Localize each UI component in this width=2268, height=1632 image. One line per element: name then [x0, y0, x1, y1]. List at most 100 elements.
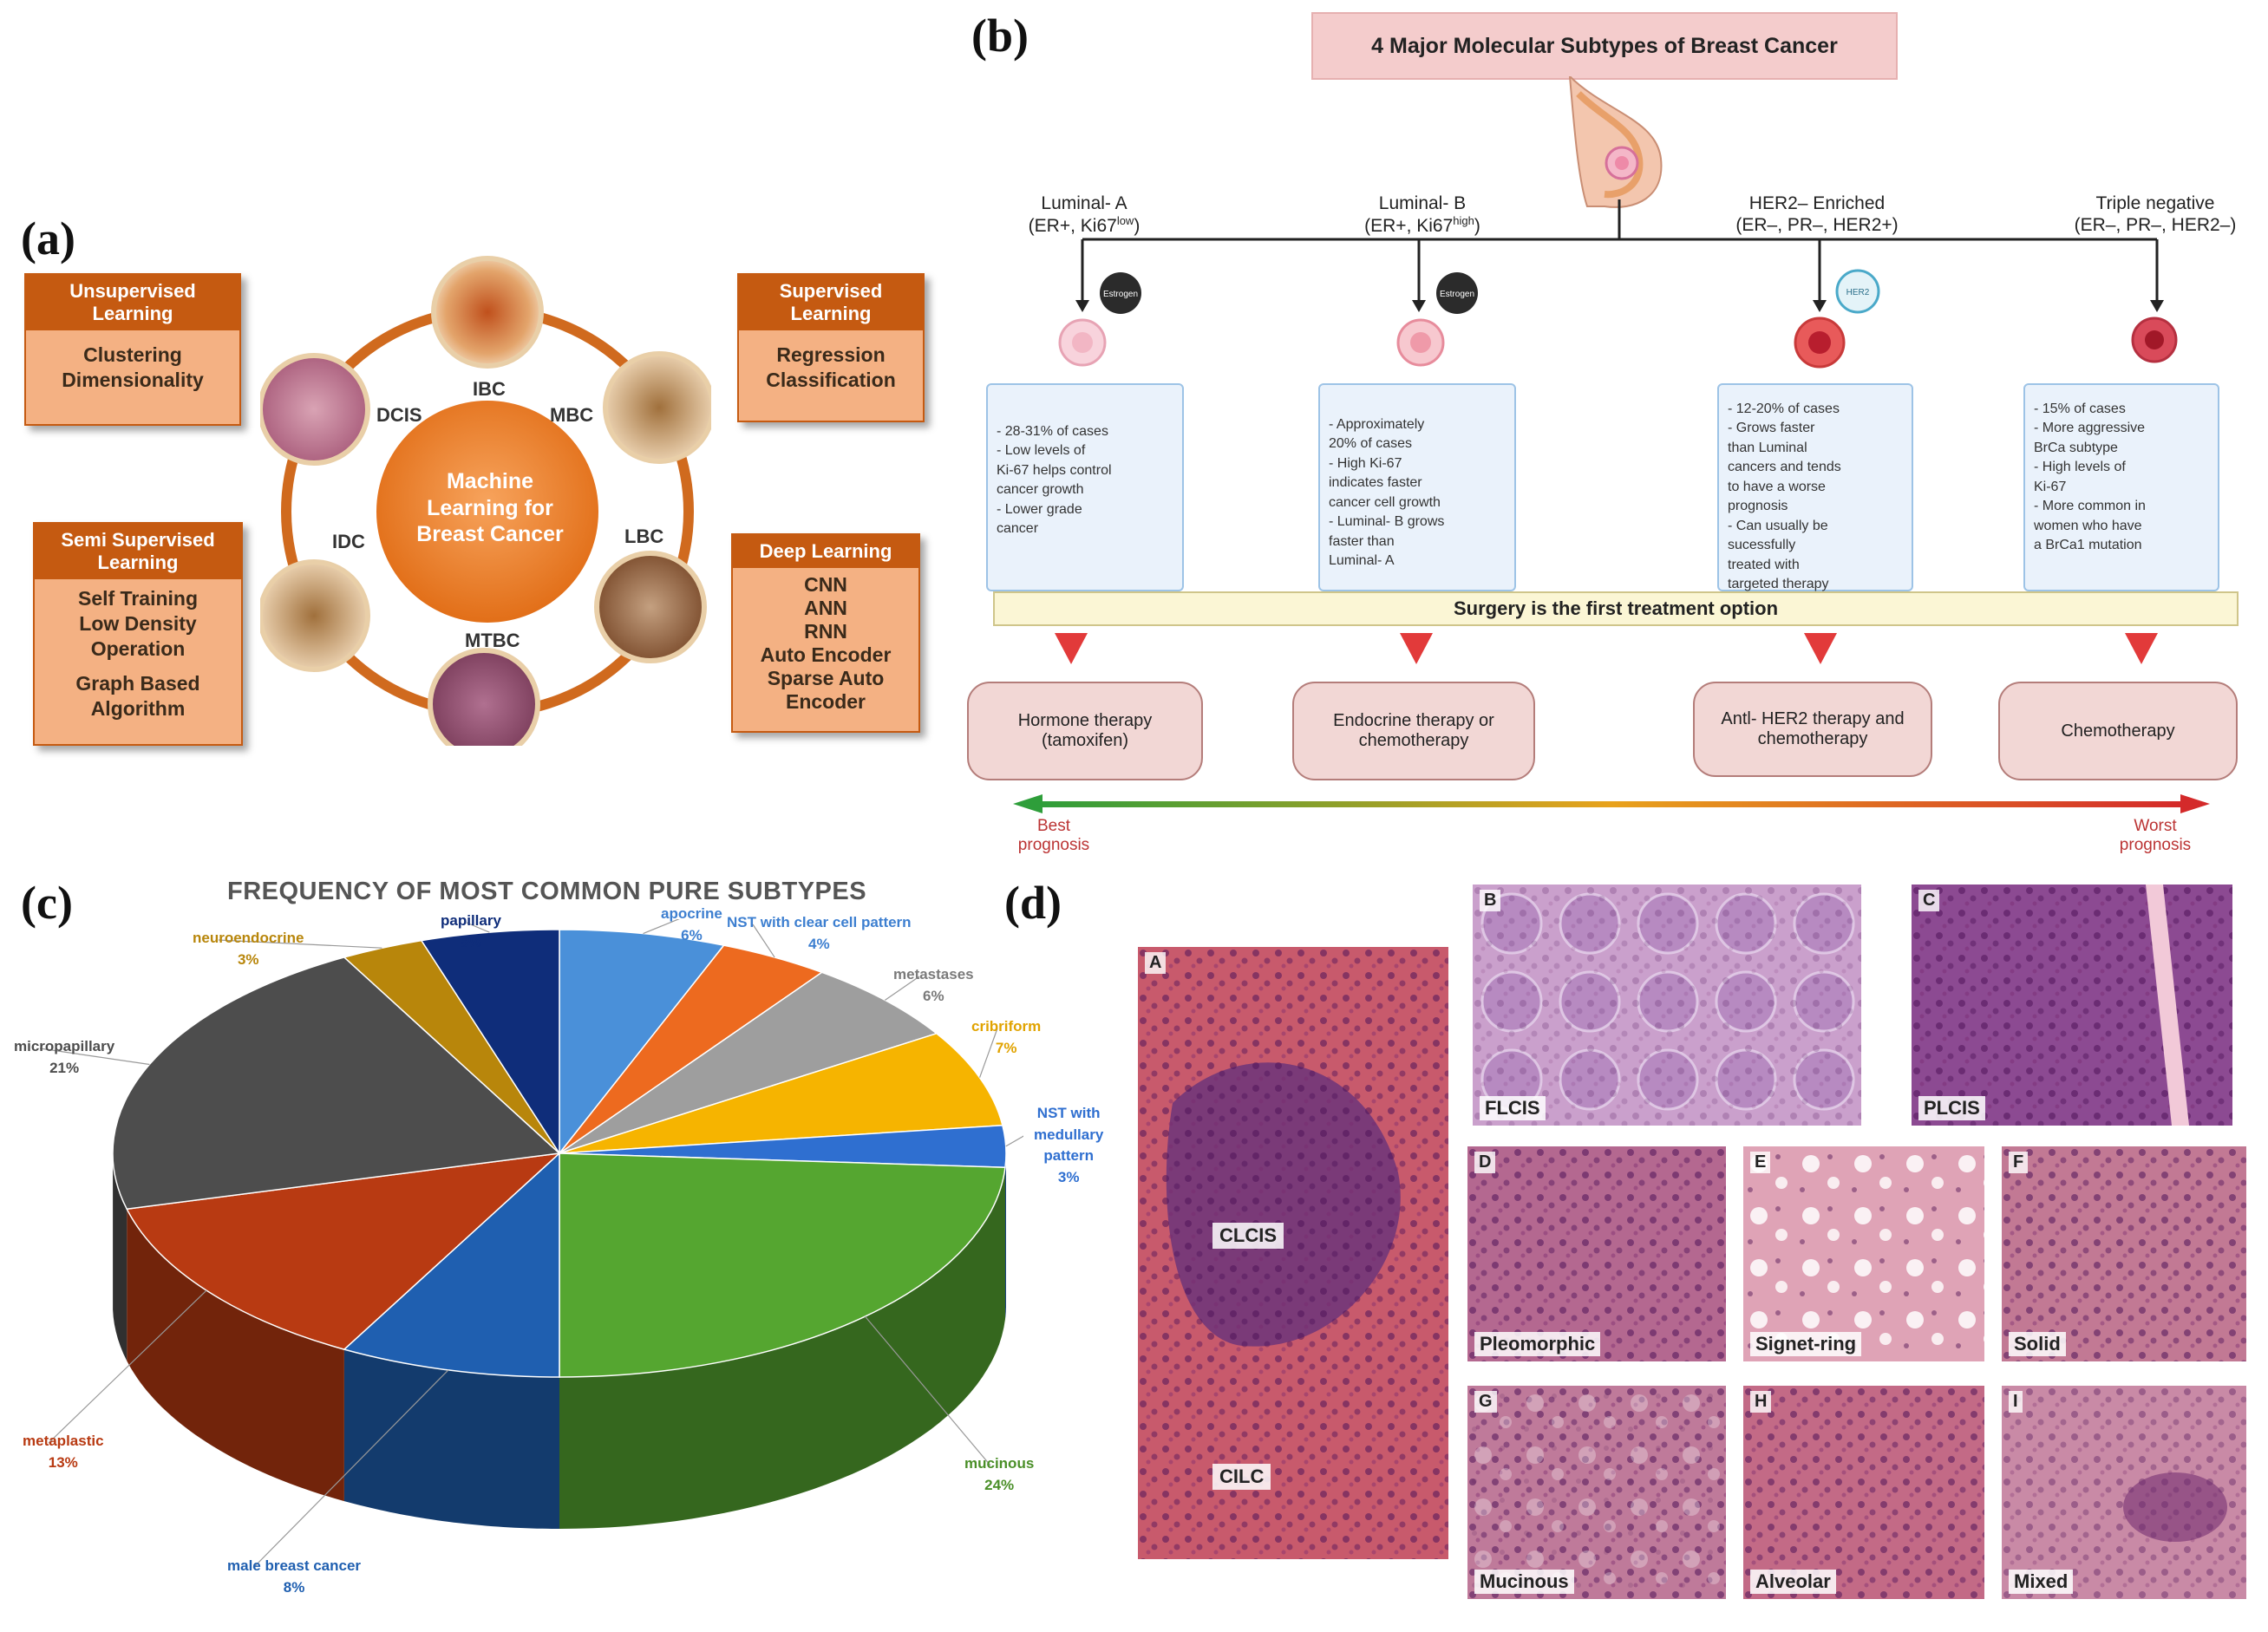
- down-arrow-icon: [1804, 633, 1837, 664]
- box-title: Deep Learning: [733, 535, 918, 568]
- worst-prognosis-label: Worst prognosis: [2099, 817, 2212, 855]
- fact-line: - 12-20% of cases: [1728, 401, 1840, 416]
- image-caption: PLCIS: [1918, 1096, 1985, 1120]
- pie-slice-side: [559, 1167, 1005, 1529]
- box-title: Supervised Learning: [739, 275, 923, 330]
- box-item: Auto Encoder: [760, 643, 892, 666]
- image-caption: Signet-ring: [1750, 1332, 1862, 1356]
- image-letter: G: [1474, 1391, 1497, 1413]
- pie-label-name: metaplastic: [23, 1433, 104, 1449]
- image-caption: Alveolar: [1750, 1570, 1836, 1594]
- pie-label-name: medullary: [1034, 1126, 1104, 1143]
- image-letter: F: [2009, 1152, 2029, 1173]
- fact-line: - 15% of cases: [2034, 401, 2126, 416]
- fact-line: - High levels of: [2034, 460, 2126, 475]
- pie-leader-lines: [39, 919, 1023, 1569]
- image-inner-label: CLCIS: [1212, 1223, 1284, 1249]
- fact-line: - Lower grade: [997, 501, 1082, 517]
- image-caption: Solid: [2009, 1332, 2066, 1356]
- pie-label-name: cribriform: [971, 1018, 1042, 1035]
- histology-image-f: F Solid: [2002, 1146, 2246, 1361]
- her2-icon-label: HER2: [1846, 288, 1870, 297]
- therapy-line: chemotherapy: [1358, 731, 1469, 750]
- pie-slice-metaplastic: [126, 1152, 562, 1350]
- pie-leader-line: [1005, 1135, 1023, 1147]
- image-letter: C: [1918, 890, 1940, 911]
- image-caption: FLCIS: [1480, 1096, 1546, 1120]
- center-title-line: Learning for: [427, 495, 553, 520]
- pie-label-name: metastases: [893, 966, 974, 982]
- fact-line: targeted therapy: [1728, 577, 1829, 592]
- therapy-line: chemotherapy: [1757, 729, 1868, 748]
- pie-leader-line: [39, 1048, 150, 1066]
- pie-label-name: mucinous: [964, 1455, 1035, 1472]
- panel-label-c: (c): [21, 877, 73, 929]
- box-item: RNN: [804, 619, 847, 643]
- fact-line: BrCa subtype: [2034, 440, 2118, 455]
- pie-label-value: 6%: [923, 987, 944, 1004]
- center-title: Machine Learning for Breast Cancer: [382, 468, 598, 548]
- center-title-line: Breast Cancer: [416, 522, 564, 546]
- fact-line: 20% of cases: [1329, 436, 1413, 452]
- image-caption: Pleomorphic: [1474, 1332, 1601, 1356]
- box-title: Unsupervised Learning: [26, 275, 239, 330]
- pie-leader-line: [48, 1289, 207, 1444]
- therapy-line: Antl- HER2 therapy and: [1721, 709, 1905, 728]
- pie-label: metastases 6%: [893, 964, 974, 1007]
- estrogen-icon-label: Estrogen: [1440, 290, 1474, 299]
- panel-label-d: (d): [1004, 877, 1062, 929]
- luminal-a-cell-icon: Estrogen: [1058, 272, 1141, 367]
- pie-leader-line: [218, 939, 382, 949]
- down-arrow-icon: [1400, 633, 1433, 664]
- pie-chart: [112, 929, 1007, 1529]
- prognosis-line: prognosis: [2119, 835, 2192, 854]
- therapy-hormone: Hormone therapy(tamoxifen): [967, 682, 1203, 780]
- chart-title: FREQUENCY OF MOST COMMON PURE SUBTYPES: [227, 878, 867, 905]
- fact-line: - More common in: [2034, 499, 2146, 514]
- ml-ring-diagram: [260, 256, 711, 746]
- box-item: Sparse Auto: [767, 666, 885, 689]
- dcis-tissue-image: [260, 353, 370, 466]
- estrogen-icon-label: Estrogen: [1103, 290, 1138, 299]
- down-arrow-icon: [2125, 633, 2158, 664]
- therapy-line: Chemotherapy: [2061, 721, 2175, 741]
- markers-superscript: high: [1453, 214, 1474, 228]
- pie-label-value: 3%: [1057, 1168, 1080, 1185]
- fact-line: - 28-31% of cases: [997, 424, 1108, 439]
- semi-supervised-learning-box: Semi Supervised Learning Self Training L…: [33, 522, 243, 746]
- center-circle: [376, 401, 598, 623]
- pie-leader-line: [885, 976, 920, 1001]
- box-items: Regression Classification: [739, 330, 923, 405]
- box-title-line: Semi Supervised: [61, 529, 215, 551]
- pie-label-value: 6%: [681, 926, 703, 943]
- ring-label-idc: IDC: [332, 531, 365, 552]
- fact-line: indicates faster: [1329, 475, 1422, 491]
- subtype-header-luminal-a: Luminal- A (ER+, Ki67low): [989, 193, 1180, 237]
- fact-line: Ki-67: [2034, 479, 2067, 494]
- lbc-tissue-image: [594, 551, 707, 663]
- surgery-banner: Surgery is the first treatment option: [993, 591, 2239, 626]
- image-letter: A: [1145, 952, 1167, 974]
- image-letter: H: [1750, 1391, 1772, 1413]
- panel-label-a: (a): [21, 212, 75, 264]
- best-prognosis-label: Best prognosis: [1002, 817, 1106, 855]
- fact-line: - Approximately: [1329, 417, 1425, 432]
- fact-line: cancer growth: [997, 482, 1084, 498]
- pie-label-name: papillary: [441, 912, 501, 929]
- prognosis-line: Worst: [2134, 817, 2177, 835]
- fact-line: cancer: [997, 521, 1039, 537]
- pie-label-name: neuroendocrine: [193, 930, 304, 946]
- pie-slice-papillary: [420, 929, 560, 1156]
- pie-slice-male-breast-cancer: [343, 1152, 560, 1378]
- pie-label-name: NST with clear cell pattern: [727, 914, 912, 930]
- pie-slice-metastases: [559, 971, 938, 1154]
- subtype-name: Luminal- A: [1041, 193, 1127, 213]
- ring-label-mbc: MBC: [550, 404, 594, 426]
- subtype-connector-lines: [1075, 199, 2164, 312]
- image-letter: E: [1750, 1152, 1771, 1173]
